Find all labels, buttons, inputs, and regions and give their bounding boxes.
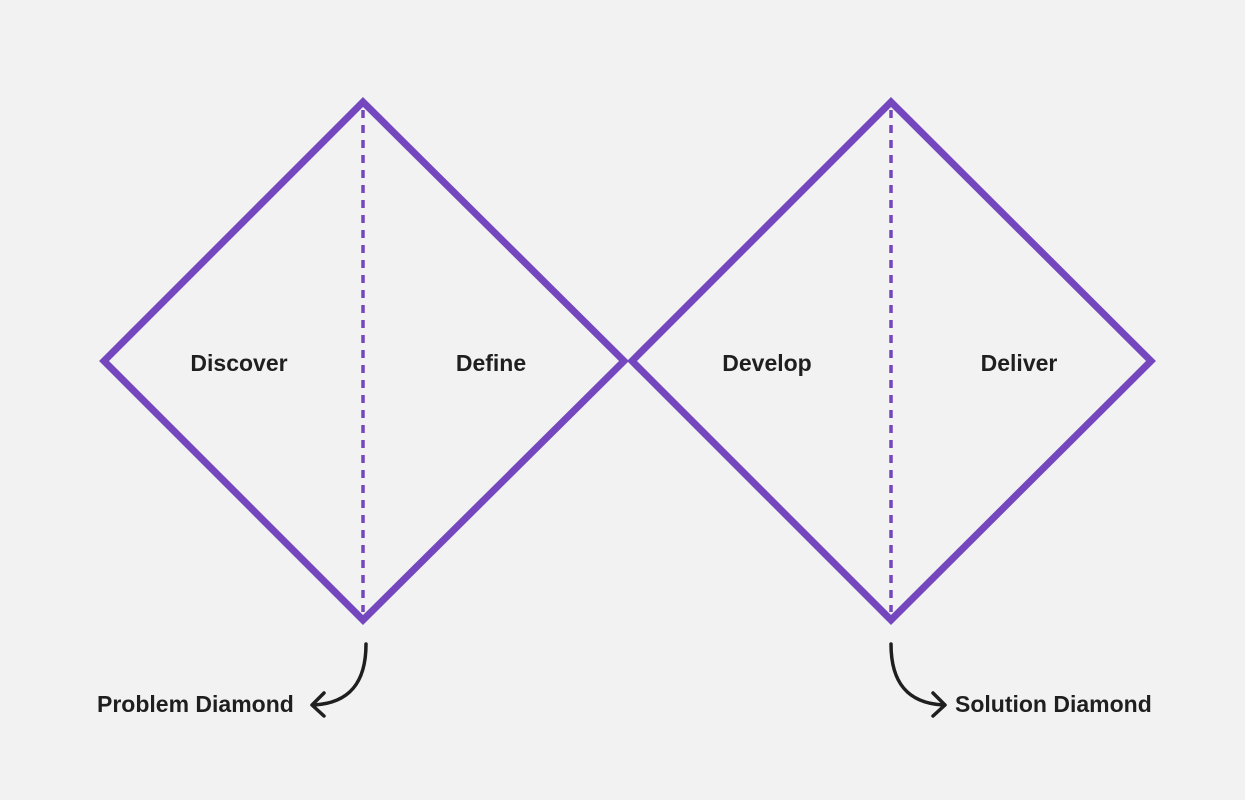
problem-diamond-outline xyxy=(99,97,629,625)
curved-arrow-right-icon xyxy=(889,642,945,707)
curved-arrow-left-icon xyxy=(312,642,368,707)
solution-diamond-outline xyxy=(627,97,1156,625)
phase-label-develop: Develop xyxy=(722,350,811,376)
solution-diamond-caption: Solution Diamond xyxy=(955,691,1152,717)
phase-label-deliver: Deliver xyxy=(981,350,1058,376)
problem-caption-group: Problem Diamond xyxy=(97,642,368,718)
arrowhead-left-icon xyxy=(310,691,326,718)
arrowhead-right-icon xyxy=(931,691,947,718)
problem-diamond: Discover Define xyxy=(99,97,629,625)
problem-diamond-caption: Problem Diamond xyxy=(97,691,294,717)
phase-label-discover: Discover xyxy=(190,350,287,376)
solution-caption-group: Solution Diamond xyxy=(889,642,1152,718)
solution-diamond: Develop Deliver xyxy=(627,97,1156,625)
phase-label-define: Define xyxy=(456,350,526,376)
